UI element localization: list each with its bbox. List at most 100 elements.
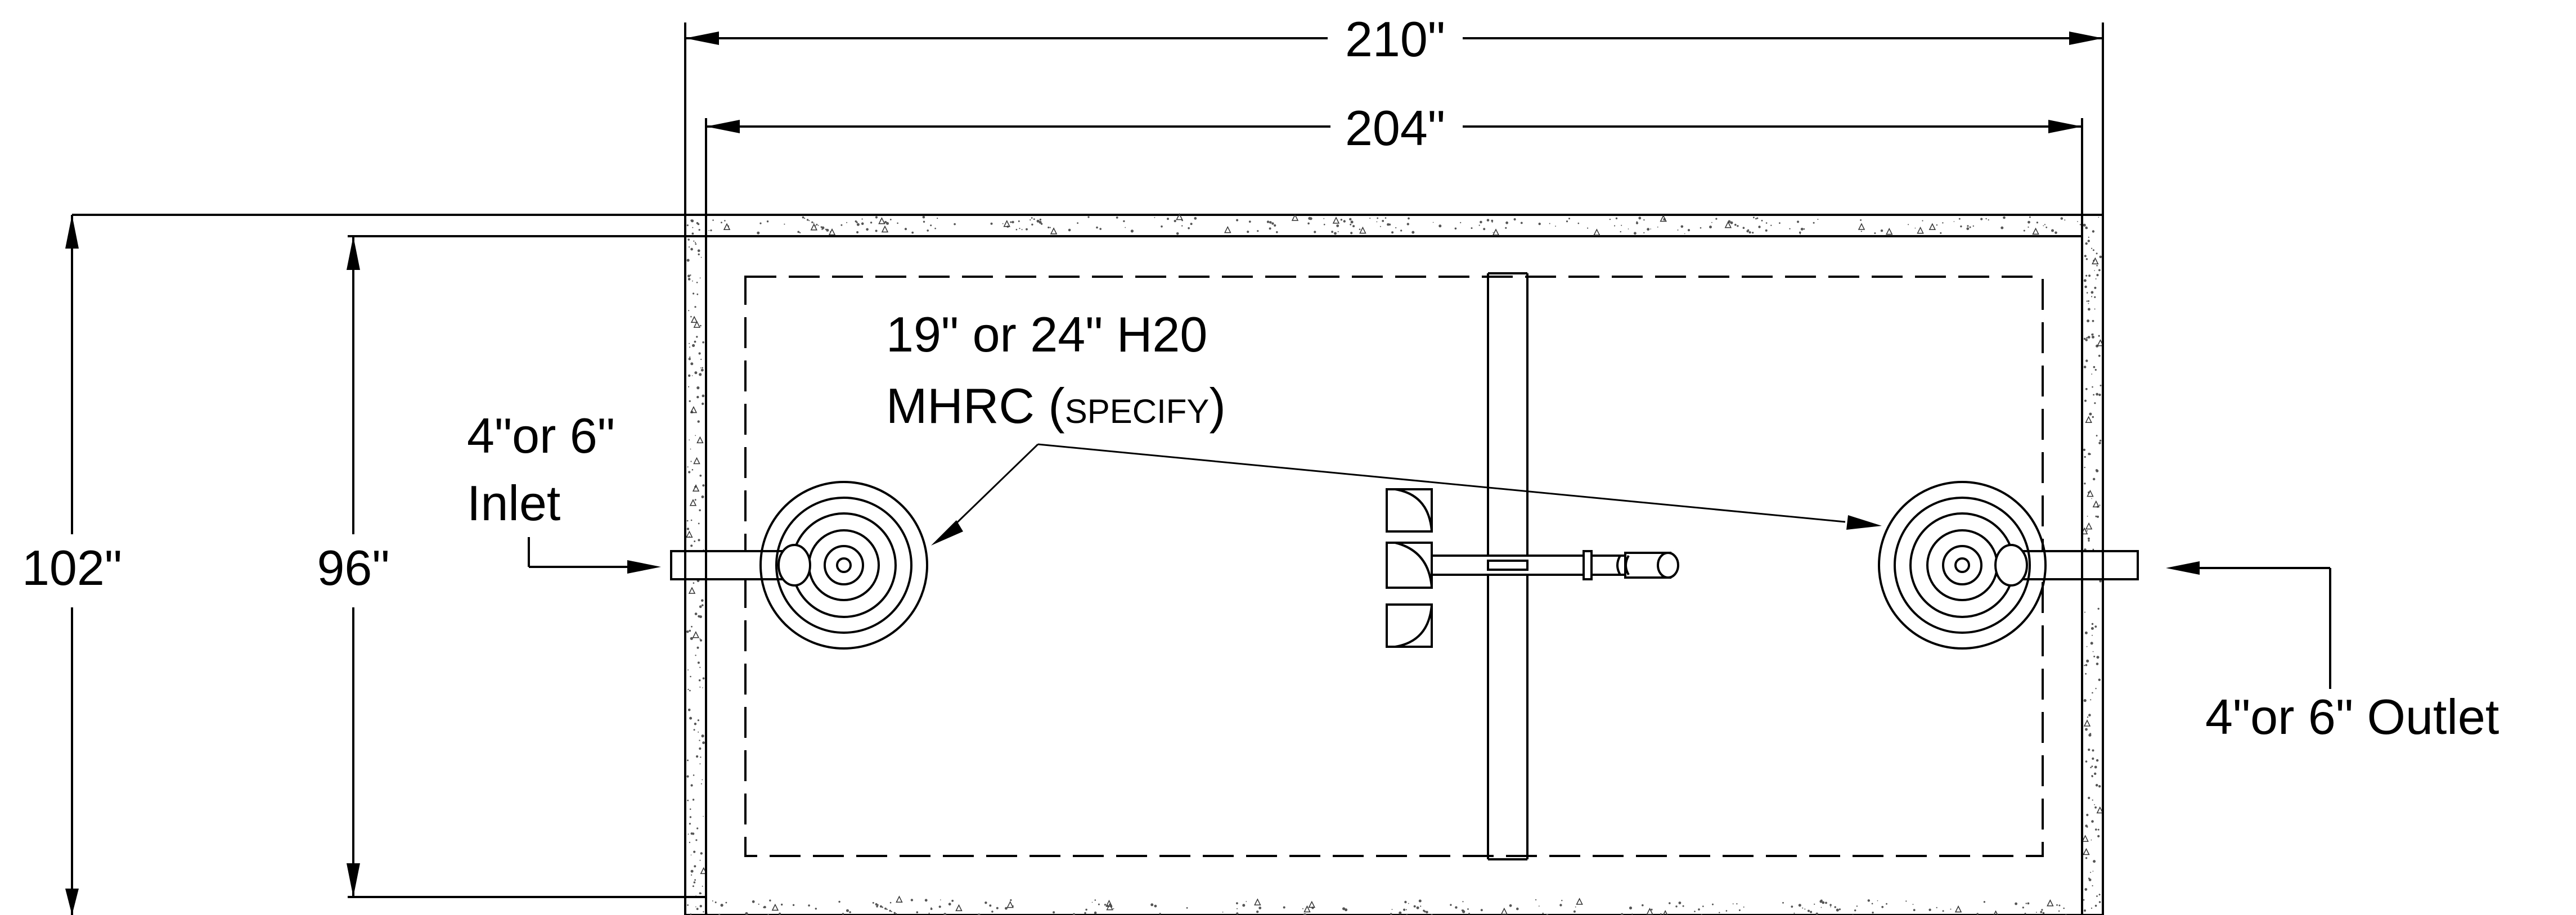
concrete-speck bbox=[2088, 539, 2090, 542]
concrete-speck bbox=[2096, 265, 2098, 267]
concrete-speck bbox=[1549, 223, 1550, 224]
concrete-speck bbox=[712, 900, 713, 902]
concrete-speck bbox=[1091, 902, 1093, 903]
concrete-speck bbox=[1568, 218, 1570, 220]
concrete-speck bbox=[1492, 232, 1494, 233]
concrete-speck bbox=[877, 904, 879, 906]
concrete-speck bbox=[989, 904, 992, 907]
concrete-speck bbox=[698, 253, 700, 255]
concrete-aggregate bbox=[955, 904, 963, 912]
concrete-speck bbox=[688, 358, 691, 360]
concrete-speck bbox=[1797, 220, 1799, 223]
concrete-speck bbox=[1830, 906, 1832, 908]
concrete-speck bbox=[766, 220, 769, 223]
concrete-speck bbox=[2088, 236, 2089, 238]
concrete-speck bbox=[826, 228, 829, 232]
concrete-speck bbox=[1928, 908, 1931, 912]
concrete-speck bbox=[2095, 469, 2098, 472]
concrete-speck bbox=[700, 358, 702, 360]
concrete-speck bbox=[693, 582, 695, 584]
concrete-speck bbox=[1123, 220, 1125, 222]
concrete-speck bbox=[1756, 217, 1759, 219]
concrete-speck bbox=[1068, 228, 1071, 232]
concrete-speck bbox=[700, 256, 702, 258]
concrete-aggregate bbox=[686, 530, 693, 538]
concrete-speck bbox=[1711, 222, 1712, 223]
inlet-label-line2: Inlet bbox=[467, 475, 560, 531]
concrete-speck bbox=[1985, 218, 1987, 220]
concrete-speck bbox=[1222, 912, 1224, 913]
concrete-speck bbox=[687, 709, 691, 711]
concrete-aggregate bbox=[771, 903, 779, 911]
concrete-speck bbox=[2093, 655, 2096, 657]
concrete-speck bbox=[1634, 232, 1637, 235]
concrete-speck bbox=[792, 904, 795, 907]
concrete-speck bbox=[1340, 219, 1343, 221]
concrete-aggregate bbox=[2083, 848, 2090, 855]
concrete-speck bbox=[690, 461, 692, 462]
concrete-speck bbox=[1972, 225, 1974, 227]
concrete-speck bbox=[2098, 678, 2101, 682]
concrete-speck bbox=[692, 799, 695, 801]
concrete-speck bbox=[2099, 580, 2102, 583]
concrete-speck bbox=[1520, 222, 1523, 224]
concrete-speck bbox=[699, 666, 701, 668]
concrete-aggregate bbox=[1858, 223, 1865, 230]
concrete-speck bbox=[1914, 227, 1916, 229]
concrete-speck bbox=[1002, 223, 1004, 224]
concrete-speck bbox=[876, 905, 878, 908]
outer-width-label: 102" bbox=[22, 540, 122, 596]
concrete-speck bbox=[2091, 839, 2092, 841]
concrete-speck bbox=[875, 216, 878, 219]
concrete-speck bbox=[701, 734, 704, 738]
concrete-speck bbox=[690, 854, 692, 856]
concrete-speck bbox=[1019, 228, 1020, 229]
concrete-speck bbox=[886, 908, 888, 911]
concrete-speck bbox=[2098, 894, 2101, 896]
concrete-speck bbox=[699, 892, 702, 895]
concrete-speck bbox=[1188, 227, 1190, 229]
concrete-speck bbox=[689, 816, 692, 818]
concrete-speck bbox=[2094, 402, 2096, 404]
concrete-speck bbox=[784, 223, 785, 225]
concrete-speck bbox=[690, 274, 691, 276]
concrete-speck bbox=[686, 520, 689, 522]
concrete-speck bbox=[2091, 296, 2093, 298]
concrete-speck bbox=[1734, 223, 1737, 226]
concrete-speck bbox=[689, 536, 690, 537]
concrete-speck bbox=[1257, 230, 1259, 232]
concrete-speck bbox=[2087, 319, 2090, 323]
concrete-speck bbox=[2085, 824, 2088, 827]
concrete-speck bbox=[2041, 909, 2043, 911]
concrete-speck bbox=[882, 906, 883, 908]
concrete-speck bbox=[2091, 820, 2094, 823]
concrete-speck bbox=[815, 908, 817, 910]
concrete-speck bbox=[889, 909, 891, 912]
concrete-speck bbox=[2036, 222, 2038, 224]
concrete-speck bbox=[924, 899, 928, 902]
concrete-speck bbox=[2093, 860, 2096, 863]
concrete-speck bbox=[1104, 904, 1107, 906]
concrete-speck bbox=[697, 661, 700, 664]
concrete-speck bbox=[1657, 226, 1658, 228]
concrete-speck bbox=[1237, 908, 1238, 909]
concrete-speck bbox=[2045, 226, 2048, 228]
concrete-speck bbox=[1730, 221, 1733, 224]
concrete-speck bbox=[1236, 912, 1239, 915]
concrete-speck bbox=[1376, 221, 1378, 223]
concrete-speck bbox=[1099, 228, 1102, 230]
concrete-speck bbox=[2088, 878, 2092, 881]
concrete-speck bbox=[817, 224, 819, 226]
concrete-speck bbox=[821, 226, 825, 229]
concrete-speck bbox=[688, 471, 691, 474]
concrete-speck bbox=[693, 292, 695, 295]
concrete-speck bbox=[856, 221, 858, 223]
concrete-speck bbox=[2086, 292, 2088, 294]
concrete-speck bbox=[1150, 903, 1154, 907]
concrete-speck bbox=[2088, 714, 2091, 716]
concrete-speck bbox=[699, 740, 700, 741]
concrete-speck bbox=[1737, 225, 1739, 227]
concrete-speck bbox=[1755, 218, 1757, 220]
concrete-speck bbox=[694, 371, 698, 375]
concrete-speck bbox=[884, 907, 887, 910]
